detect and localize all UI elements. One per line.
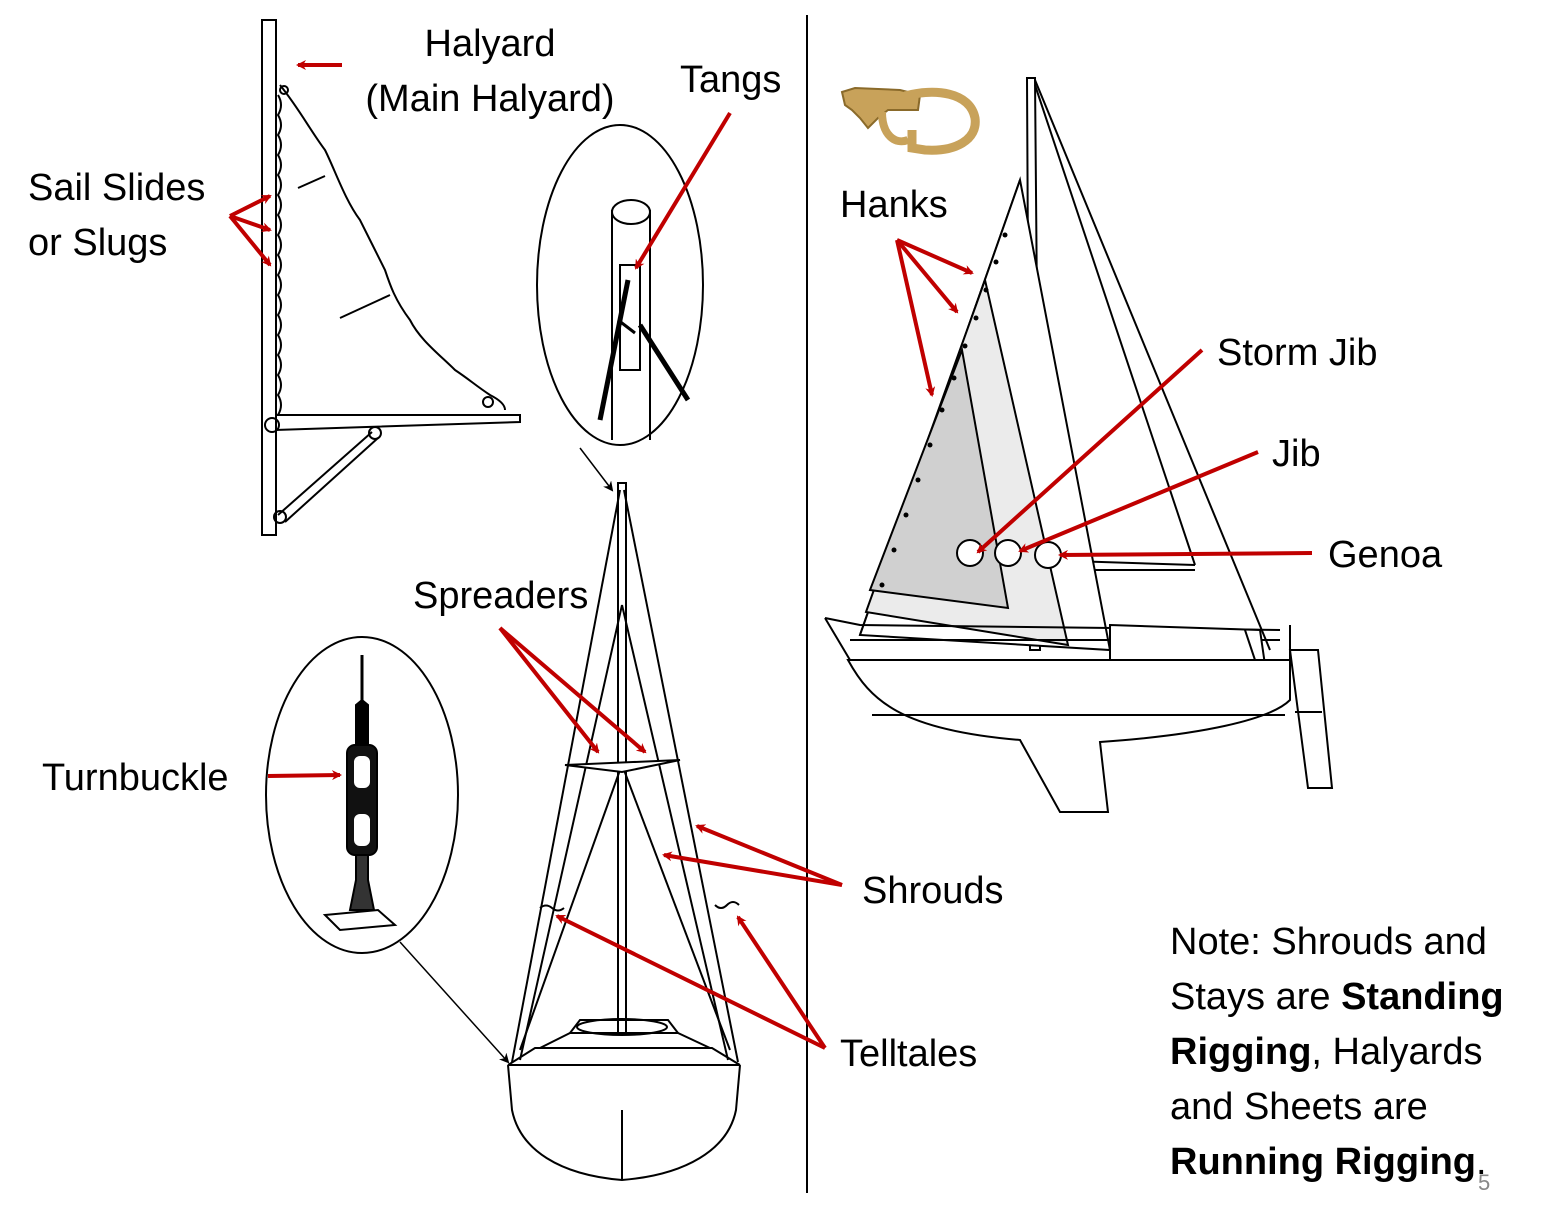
main-halyard-label: (Main Halyard) xyxy=(365,78,615,120)
note-text-1: Note: Shrouds and Stays are xyxy=(1170,921,1487,1018)
halyard-label: Halyard xyxy=(424,23,556,65)
note-text-3: . xyxy=(1476,1141,1487,1183)
shrouds-label: Shrouds xyxy=(862,870,1004,912)
jib-label: Jib xyxy=(1272,433,1321,475)
hanks-label: Hanks xyxy=(840,184,948,226)
front-view-boat-illustration xyxy=(507,482,741,1182)
rigging-note: Note: Shrouds and Stays are Standing Rig… xyxy=(1170,915,1550,1190)
tangs-label: Tangs xyxy=(680,59,782,101)
or-slugs-label: or Slugs xyxy=(28,222,168,264)
spreaders-label: Spreaders xyxy=(413,575,589,617)
storm-jib-label: Storm Jib xyxy=(1217,332,1378,374)
mainsail-illustration xyxy=(261,19,521,536)
side-view-sailboat-illustration xyxy=(824,77,1334,813)
turnbuckle-detail-illustration xyxy=(265,636,510,1064)
turnbuckle-label: Turnbuckle xyxy=(42,757,229,799)
note-standing-rigging: Standing Rigging xyxy=(1170,976,1504,1073)
page-number: 5 xyxy=(1478,1170,1491,1195)
genoa-label: Genoa xyxy=(1328,534,1443,576)
tangs-detail-illustration xyxy=(536,124,704,492)
callout-arrows xyxy=(228,60,1313,1050)
note-text-2: , Halyards and Sheets are xyxy=(1170,1031,1483,1128)
sail-slides-label: Sail Slides xyxy=(28,167,206,209)
telltales-label: Telltales xyxy=(840,1033,978,1075)
hank-clip-icon xyxy=(840,86,980,155)
note-running-rigging: Running Rigging xyxy=(1170,1141,1477,1183)
